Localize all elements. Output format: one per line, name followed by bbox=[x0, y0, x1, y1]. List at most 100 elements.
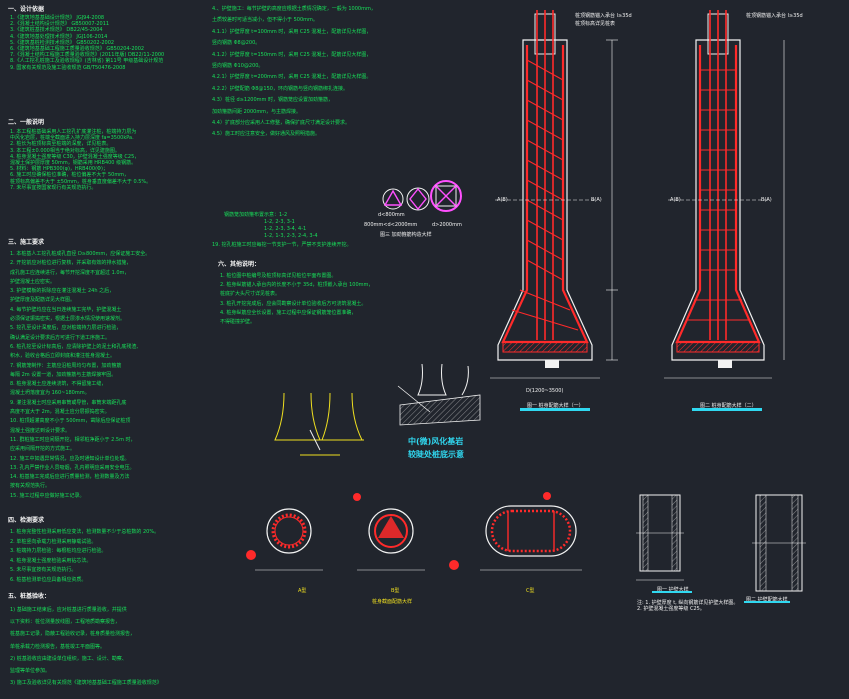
guard-note: 注: 1. 护壁厚度 t, 纵向钢筋详见护壁大样图。 bbox=[637, 600, 739, 606]
s5-line: 2) 桩基验收应由建设单位组织，施工、设计、勘察、 bbox=[10, 655, 127, 662]
s3-line: 6. 桩孔挖至设计标高后，应清除护壁上的泥土和孔底残渣、 bbox=[10, 343, 142, 350]
section-a-label: A型 bbox=[298, 588, 307, 594]
section-b-drawing bbox=[353, 493, 425, 571]
pile1-note2: 桩顶标高详见桩表 bbox=[575, 21, 616, 27]
s6-line: 不得碰撞护壁。 bbox=[220, 319, 256, 326]
pile-2-elevation bbox=[664, 10, 785, 411]
s4b-line: 土质较差时可适当减小，但不得小于 500mm。 bbox=[212, 17, 318, 24]
s1-line: 5.《建筑基桩检测技术规范》 GB50202-2002 bbox=[10, 39, 115, 46]
s3-line: 11. 群桩施工时应间隔开挖，相邻桩净距小于 2.5m 时， bbox=[10, 436, 136, 443]
s3-line: 积水，验收合格后立即封底和灌注桩身混凝土。 bbox=[10, 353, 116, 360]
section-3-list: 1. 本桩基人工挖孔桩成孔直径 D≥800mm，应保证施工安全。 2. 开挖前应… bbox=[10, 250, 150, 501]
pile2-note1: 桩顶钢筋锚入承台 l≥35d bbox=[746, 13, 803, 19]
section-2-list: 1. 本工程桩基础采用人工挖孔扩底灌注桩，桩端持力层为 中风化岩层，桩端全截面进… bbox=[10, 129, 151, 191]
s2-line: 中风化岩层，桩端全截面进入持力层深度 fa=3500kPa. bbox=[10, 135, 134, 142]
section-c-label: C型 bbox=[526, 588, 535, 594]
stirrup-caption-3: d>2000mm bbox=[432, 222, 462, 228]
section-1-list: 1.《建筑地基基础设计规范》 JGJ94-2008 2.《混凝土结构设计规范》 … bbox=[10, 15, 164, 71]
stirrup-seq-row: 1-2, 1-3, 2-3, 2-4, 3-4 bbox=[264, 233, 318, 239]
s4b-line: 4.1.2）护壁厚度 t=150mm 时，采用 C25 混凝土，配筋详见大样图， bbox=[212, 51, 372, 58]
section-4b-list: 4.、护壁施工：每节护壁的高度应根据土质情况确定，一般为 1000mm， 土质较… bbox=[212, 4, 376, 141]
s3-line: 14. 桩基施工完成后应进行质量检测，检测数量及方法 bbox=[10, 474, 130, 481]
s4b-line: 加劲箍筋间距 2000mm，与主筋焊接。 bbox=[212, 108, 302, 115]
s3-line: 必须保证振捣密实，根据土层渗水情况使用速凝剂。 bbox=[10, 316, 126, 323]
s6-line: 2. 桩身纵筋锚入承台内的长度不小于 35d，桩顶嵌入承台 100mm， bbox=[220, 282, 374, 289]
guard-wall-detail-2 bbox=[744, 494, 806, 603]
section-4-list: 1. 桩身完整性检测采用低应变法，检测数量不少于总桩数的 20%。 2. 单桩竖… bbox=[10, 528, 159, 585]
section-main-caption: 桩身截面配筋大样 bbox=[372, 599, 413, 605]
section-4-title: 四、检测要求 bbox=[8, 517, 45, 524]
s6-line: 3. 桩孔开挖完成后，应会同勘察设计单位验收后方可浇筑混凝土。 bbox=[220, 300, 367, 307]
s3-line: 成孔施工应连续进行，每节开挖深度不宜超过 1.0m， bbox=[10, 269, 130, 276]
s4-line: 3. 桩端持力层检验：每根桩均应进行检验。 bbox=[10, 548, 107, 554]
s6-line: 桩底扩大头尺寸详见桩表。 bbox=[220, 291, 281, 298]
pile1-note1: 桩顶钢筋锚入承台 l≥35d bbox=[575, 13, 632, 19]
section-3-title: 三、施工要求 bbox=[8, 239, 45, 246]
s4b-line: 竖向钢筋 Φ10@200。 bbox=[212, 63, 264, 70]
s3-line: 3. 护壁模板的拆除应在灌注混凝土 24h 之后， bbox=[10, 288, 115, 295]
s3-line: 10. 桩顶超灌高度不小于 500mm，凿除后应保证桩顶 bbox=[10, 418, 131, 425]
s5-line: 以下资料：桩位测量放线图，工程地质勘察报告， bbox=[10, 619, 121, 626]
rock-note-title: 中(微)风化基岩 bbox=[408, 437, 464, 446]
s1-line: 4.《建筑地基处理技术规范》 JGJ106-2014 bbox=[10, 33, 108, 40]
s3-line: 高度不宜大于 2m，混凝土应分层振捣密实。 bbox=[10, 409, 110, 416]
s4b-line: 4.5）施工时应注意安全，做好通风及照明措施。 bbox=[212, 131, 320, 138]
s2-line: 6. 施工时应确保桩位准确，桩位偏差不大于 50mm， bbox=[10, 172, 130, 179]
s4b-line: 4.4）扩底部分应采用人工修整，确保扩底尺寸满足设计要求。 bbox=[212, 120, 350, 127]
s5-line: 桩基施工记录，隐蔽工程验收记录，桩身质量检测报告， bbox=[10, 631, 136, 638]
s1-line: 9. 国家有关规范及施工验收规范 GB/T50476-2008 bbox=[10, 64, 126, 71]
section-6-title: 六、其他说明： bbox=[218, 261, 261, 268]
guard2-title: 图二 护壁配筋大样 bbox=[746, 597, 788, 603]
s3-line: 12. 施工中如遇异常情况，应及时通知设计单位处理。 bbox=[10, 455, 130, 462]
s1-line: 2.《混凝土结构设计规范》 GB50007-2011 bbox=[10, 21, 110, 28]
s6-line: 4. 桩身纵筋应全长设置，施工过程中应保证钢筋笼位置准确， bbox=[220, 309, 357, 316]
s3-line: 护壁厚度及配筋详见大样图。 bbox=[10, 297, 76, 304]
guard1-title: 图一 护壁大样 bbox=[657, 587, 689, 593]
stirrup-sequence: 钢筋笼加劲箍布置示意：1-2 1-2, 2-3, 3-1 1-2, 2-3, 3… bbox=[224, 212, 318, 240]
s3-line: 护壁混凝土应密实。 bbox=[10, 278, 56, 285]
s6-line: 1. 桩位图中桩编号及桩顶标高详见桩位平面布置图。 bbox=[220, 273, 337, 279]
section-6-list: 1. 桩位图中桩编号及桩顶标高详见桩位平面布置图。 2. 桩身纵筋锚入承台内的长… bbox=[220, 272, 373, 327]
stirrup-detail-mid bbox=[406, 187, 430, 211]
pile2-title: 图二 桩身配筋大样（二） bbox=[700, 403, 757, 409]
s4-line: 2. 单桩竖向承载力检测采用静载试验。 bbox=[10, 538, 97, 545]
section-b-label: B型 bbox=[391, 588, 400, 594]
s3-line: 2. 开挖前应对桩位进行复核，并采取有效的排水措施， bbox=[10, 260, 132, 267]
s4-line: 1. 桩身完整性检测采用低应变法，检测数量不少于总桩数的 20%。 bbox=[10, 529, 160, 535]
s4b-line: 4.3）桩径 d≥1200mm 时，钢筋笼应设置加劲箍筋， bbox=[212, 97, 333, 104]
s2-line: 5. 材料：钢筋 HPB300(φ)，HRB400(Φ)； bbox=[10, 166, 108, 173]
s1-line: 7.《混凝土结构工程施工质量验收规范》(2011年版) DB22/11-2000 bbox=[10, 52, 165, 59]
pile-base-detail bbox=[274, 392, 364, 456]
rock-slope-detail bbox=[397, 363, 481, 426]
s3-line: 应采用间隔开挖的方式施工。 bbox=[10, 446, 76, 453]
s5-line: 1) 基础施工结束后，应对桩基进行质量验收，并提供 bbox=[10, 607, 127, 613]
s1-line: 8.《人工挖孔桩施工及验收规程》(吉林省) 第11号 甲级基础设计规范 bbox=[10, 58, 164, 65]
s2-line: 3. 本工程±0.000相当于绝对标高，详见建施图。 bbox=[10, 147, 120, 154]
section-c-drawing bbox=[449, 492, 582, 571]
s4b-line: 4.1.1）护壁厚度 t=100mm 时，采用 C25 混凝土，配筋详见大样图， bbox=[212, 28, 372, 35]
guard1-notes: 注: 1. 护壁厚度 t, 纵向钢筋详见护壁大样图。 2. 护壁混凝土强度等级 … bbox=[637, 600, 738, 612]
section-a-drawing bbox=[246, 508, 323, 571]
s4b-line: 4.2.1）护壁厚度 t=200mm 时，采用 C25 混凝土，配筋详见大样图。 bbox=[212, 74, 372, 81]
s2-line: 1. 本工程桩基础采用人工挖孔扩底灌注桩，桩端持力层为 bbox=[10, 129, 137, 135]
s5-line: 单桩承载力检测报告，基桩竣工平面图等。 bbox=[10, 643, 106, 650]
s3-line: 7. 钢筋笼制作：主筋应沿桩周均匀布置，加劲箍筋 bbox=[10, 362, 122, 369]
pile-1-elevation bbox=[490, 10, 618, 411]
stirrup-detail-small bbox=[382, 188, 404, 210]
s3-line: 混凝土坍落度宜为 160~180mm。 bbox=[10, 390, 90, 397]
s2-line: 混凝土保护层厚度 50mm，钢筋采用 HRB400 级钢筋。 bbox=[10, 160, 137, 167]
guard-note: 2. 护壁混凝土强度等级 C25。 bbox=[637, 606, 705, 612]
s3-line: 确认满足设计要求后方可进行下道工序施工。 bbox=[10, 334, 111, 341]
s4-line: 5. 未尽事宜按有关规范执行。 bbox=[10, 567, 77, 573]
s2-line: 4. 桩身混凝土强度等级 C30，护壁混凝土强度等级 C25， bbox=[10, 153, 140, 160]
pile1-b-label: B(A) bbox=[591, 197, 602, 203]
section-5-list: 1) 基础施工结束后，应对桩基进行质量验收，并提供 以下资料：桩位测量放线图，工… bbox=[10, 604, 162, 689]
s3-line: 4. 每节护壁均应在当日连续施工完毕，护壁混凝土 bbox=[10, 306, 122, 313]
s3-line: 15. 施工过程中应做好施工记录。 bbox=[10, 492, 85, 499]
s4b-line: 4.2.2）护壁配筋 Φ8@150，环向钢筋与竖向钢筋绑扎连接。 bbox=[212, 85, 348, 92]
s1-line: 6.《建筑地基基础工程施工质量验收规范》 GB50204-2002 bbox=[10, 46, 145, 53]
stirrup-seq-label: 钢筋笼加劲箍布置示意：1-2 bbox=[224, 212, 288, 218]
stirrup-caption-1: d<800mm bbox=[378, 212, 405, 218]
s3-line: 5. 挖孔至设计深度后，应对桩端持力层进行检验， bbox=[10, 325, 122, 332]
